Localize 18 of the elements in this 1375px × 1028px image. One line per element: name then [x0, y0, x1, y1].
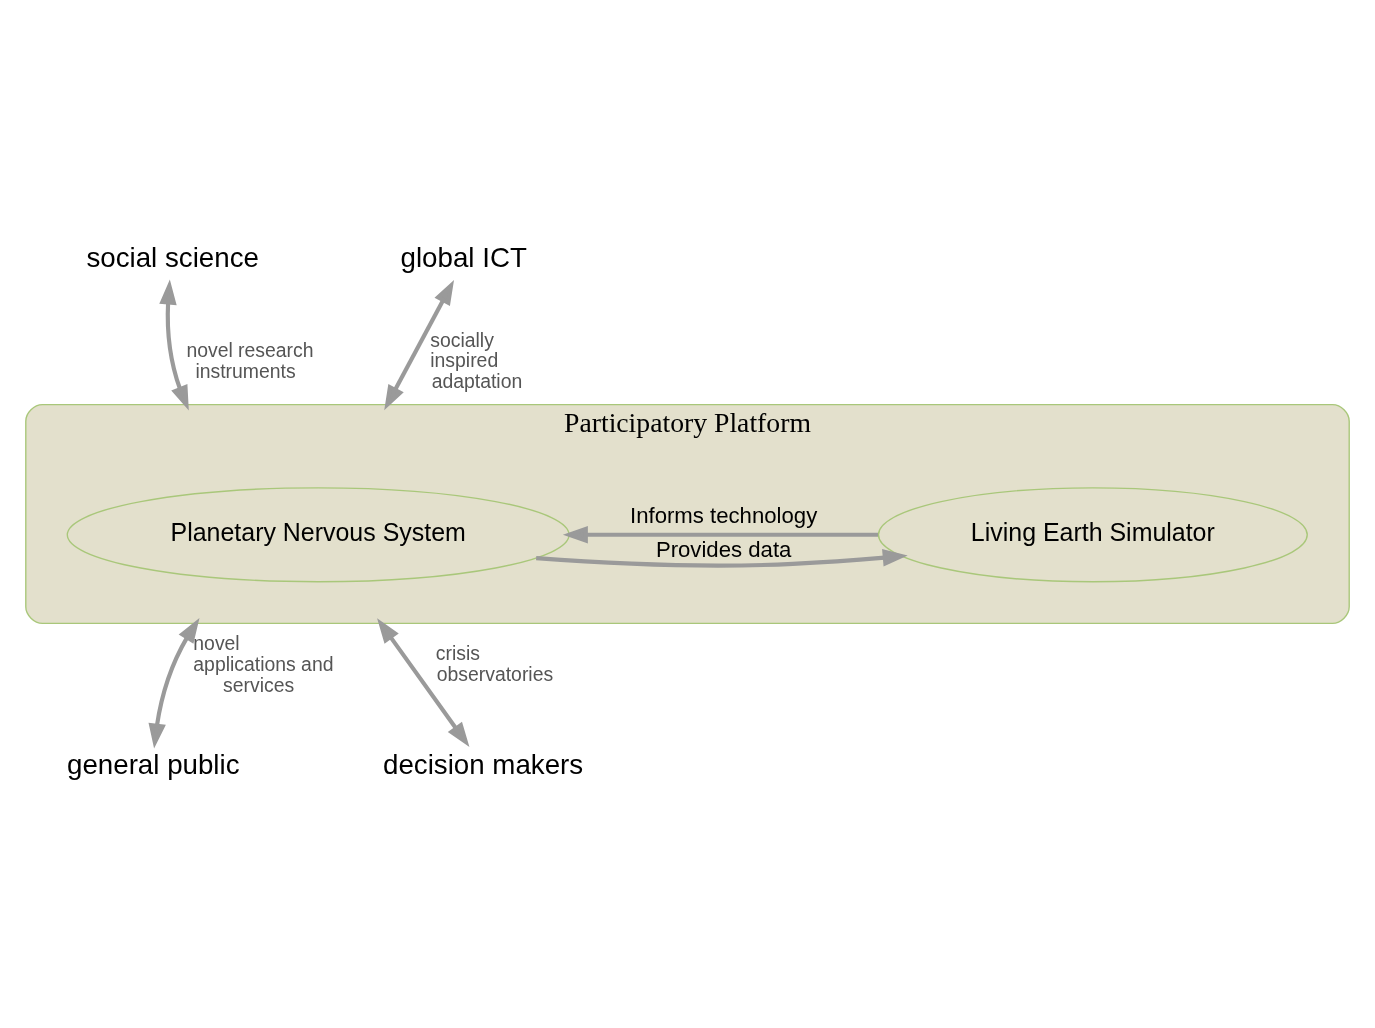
- arrow: [148, 618, 200, 749]
- node-ellipse: Living Earth Simulator: [877, 487, 1308, 583]
- node-text: global ICT: [400, 242, 527, 274]
- arrow: [384, 279, 455, 411]
- arrow: [536, 549, 908, 568]
- arrow: [562, 526, 879, 544]
- node-ellipse: Planetary Nervous System: [66, 487, 570, 583]
- node-text: social science: [86, 242, 259, 274]
- edge-label: crisis observatories: [435, 642, 554, 686]
- edge-label: novel applications and services: [193, 632, 334, 696]
- edge-label: socially inspired adaptation: [430, 328, 523, 393]
- edge-label: Informs technology: [630, 503, 818, 529]
- node-text: general public: [67, 749, 240, 781]
- arrow: [159, 279, 189, 411]
- edge-label: novel research instruments: [186, 339, 314, 382]
- arrow: [377, 618, 470, 748]
- edge-label: Provides data: [655, 536, 792, 562]
- node-text: decision makers: [383, 749, 584, 781]
